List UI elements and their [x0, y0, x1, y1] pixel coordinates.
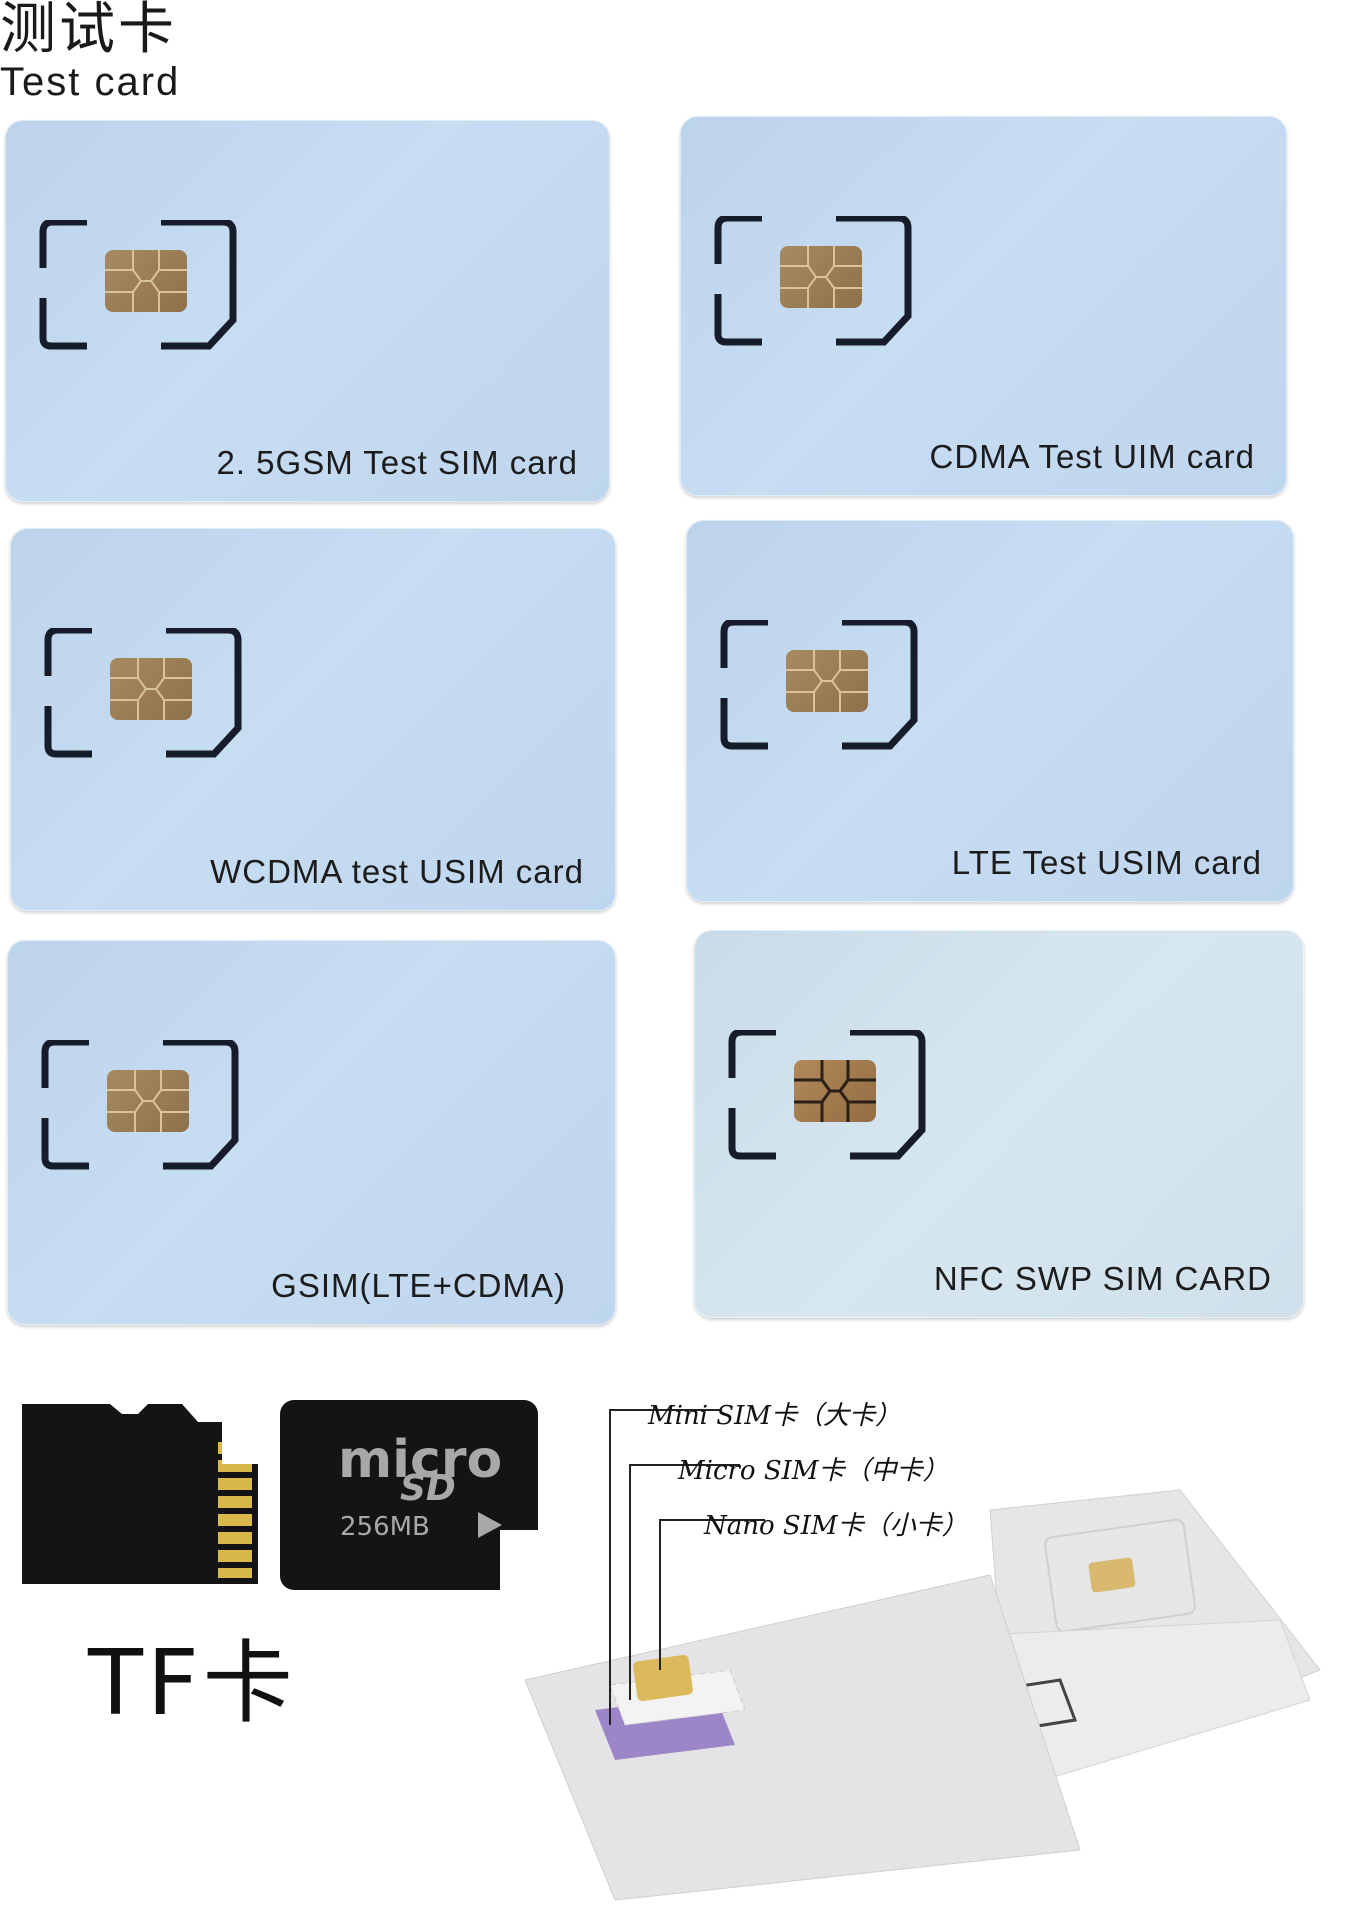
capacity-label: 256MB [340, 1512, 430, 1542]
card-label: CDMA Test UIM card [929, 438, 1255, 475]
card-label: LTE Test USIM card [951, 844, 1262, 881]
sim-chip-icon [105, 250, 187, 312]
sim-cutout-frame-icon [41, 1040, 239, 1170]
sim-chip-icon [107, 1070, 189, 1132]
arrow-icon [478, 1512, 502, 1538]
page-title-chinese: 测试卡 [0, 0, 177, 62]
sim-card-wcdma: WCDMA test USIM card [10, 528, 616, 911]
callout-nano-sim: Nano SIM卡（小卡） [704, 1511, 968, 1541]
callout-micro-sim: Micro SIM卡（中卡） [678, 1456, 949, 1486]
page-title-english: Test card [0, 60, 181, 104]
gold-contacts-icon [218, 1442, 252, 1578]
tf-caption: TF卡 [88, 1631, 297, 1736]
sim-card-gsm: 2. 5GSM Test SIM card [5, 120, 610, 502]
sim-chip-icon [786, 650, 868, 712]
sim-chip-icon [110, 658, 192, 720]
sim-cutout-frame-icon [44, 628, 242, 758]
sim-chip-icon [794, 1060, 876, 1122]
micro-logo-text: micro [338, 1430, 503, 1490]
card-label: GSIM(LTE+CDMA) [271, 1267, 566, 1304]
sim-cutout-frame-icon [728, 1030, 926, 1160]
sim-card-nfc: NFC SWP SIM CARD [694, 930, 1304, 1318]
sim-cutout-frame-icon [39, 220, 237, 350]
card-label: NFC SWP SIM CARD [933, 1260, 1272, 1297]
nano-chip-icon [633, 1654, 693, 1702]
card-label: WCDMA test USIM card [210, 853, 584, 890]
tf-card-front: micro SD 256MB [280, 1400, 538, 1590]
tf-card-back [22, 1404, 258, 1584]
sim-card-lte: LTE Test USIM card [686, 520, 1294, 902]
sim-card-cdma: CDMA Test UIM card [680, 116, 1287, 496]
sim-chip-icon [780, 246, 862, 308]
callout-mini-sim: Mini SIM卡（大卡） [648, 1401, 901, 1431]
card-label: 2. 5GSM Test SIM card [216, 444, 578, 481]
sim-size-diagram [524, 1409, 1321, 1901]
sd-logo-text: SD [400, 1468, 456, 1509]
sim-cutout-frame-icon [714, 216, 912, 346]
sim-card-gsim: GSIM(LTE+CDMA) [7, 940, 616, 1325]
sim-cutout-frame-icon [720, 620, 918, 750]
